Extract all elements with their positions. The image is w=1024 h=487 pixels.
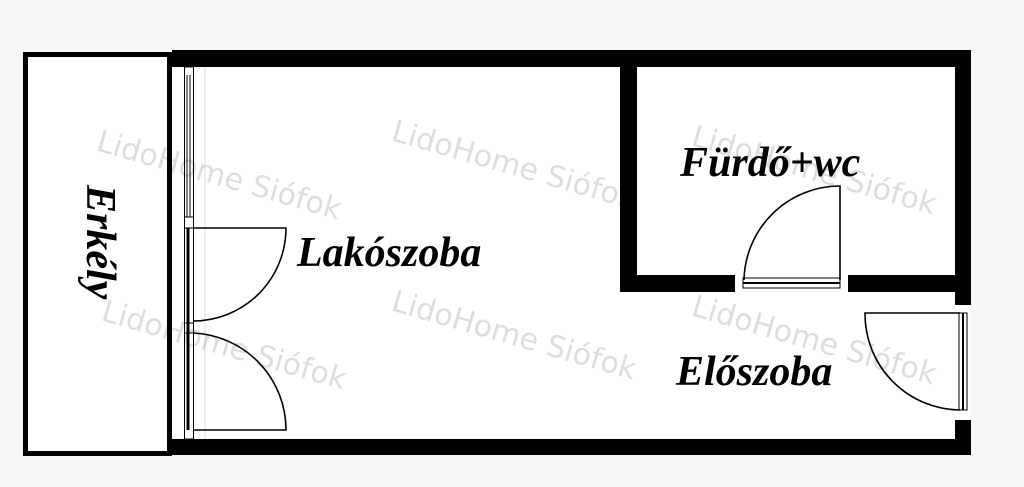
left-wall-top (172, 50, 205, 67)
walls (172, 50, 971, 455)
balcony-door-lower[interactable] (192, 332, 287, 431)
apartment-floor (172, 58, 962, 448)
living-room-label: Lakószoba (296, 230, 481, 276)
bottom-wall (172, 439, 971, 455)
bathroom-door[interactable] (735, 185, 848, 290)
balcony-window-frame (184, 66, 206, 440)
hallway-label: Előszoba (675, 349, 832, 395)
top-wall (172, 50, 971, 67)
bathroom-label: Fürdő+wc (679, 140, 861, 186)
bathroom-bottom-wall-right (848, 275, 971, 292)
bathroom-left-wall (620, 50, 637, 292)
balcony-label: Erkély (77, 184, 123, 300)
balcony-door-upper[interactable] (192, 227, 287, 322)
right-wall-lower (955, 420, 971, 455)
balcony-outline (23, 52, 172, 456)
right-wall-upper (955, 50, 971, 305)
entrance-door[interactable] (864, 305, 970, 420)
bathroom-bottom-wall-left (620, 275, 735, 292)
